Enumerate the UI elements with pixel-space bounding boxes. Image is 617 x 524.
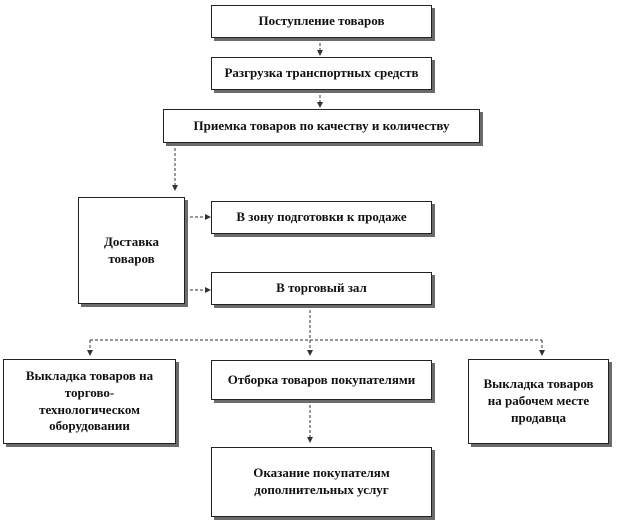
node-receipt-label: Поступление товаров bbox=[258, 13, 385, 29]
node-layout-equipment: Выкладка товаров на торгово- технологиче… bbox=[3, 359, 176, 444]
node-prep-zone-label: В зону подготовки к продаже bbox=[236, 209, 407, 225]
node-services-label-2: дополнительных услуг bbox=[254, 482, 389, 497]
node-receipt: Поступление товаров bbox=[211, 5, 432, 38]
node-services-label-1: Оказание покупателям bbox=[253, 465, 390, 481]
node-delivery-label-2: товаров bbox=[108, 250, 155, 266]
node-layout-equipment-label-2: торгово- bbox=[64, 384, 115, 400]
node-layout-workplace-label-3: продавца bbox=[511, 409, 566, 425]
node-layout-equipment-label-4: оборудовании bbox=[49, 418, 130, 434]
node-layout-workplace-label-2: на рабочем месте bbox=[487, 393, 590, 409]
node-unloading: Разгрузка транспортных средств bbox=[211, 57, 432, 90]
node-delivery: Доставка товаров bbox=[78, 197, 185, 304]
node-selection: Отборка товаров покупателями bbox=[211, 360, 432, 400]
node-sales-hall-label: В торговый зал bbox=[276, 280, 367, 296]
node-sales-hall: В торговый зал bbox=[211, 272, 432, 305]
node-unloading-label: Разгрузка транспортных средств bbox=[224, 65, 419, 81]
node-layout-workplace: Выкладка товаров на рабочем месте продав… bbox=[468, 359, 609, 444]
node-acceptance: Приемка товаров по качеству и количеству bbox=[163, 109, 480, 143]
node-acceptance-label: Приемка товаров по качеству и количеству bbox=[193, 117, 450, 133]
node-delivery-label-1: Доставка bbox=[103, 233, 160, 249]
node-layout-equipment-label-3: технологическом bbox=[39, 401, 140, 417]
node-layout-equipment-label-1: Выкладка товаров на bbox=[25, 367, 154, 383]
node-services: Оказание покупателям дополнительных услу… bbox=[211, 447, 432, 517]
node-prep-zone: В зону подготовки к продаже bbox=[211, 201, 432, 234]
node-layout-workplace-label-1: Выкладка товаров bbox=[483, 376, 594, 392]
node-selection-label: Отборка товаров покупателями bbox=[227, 371, 416, 387]
